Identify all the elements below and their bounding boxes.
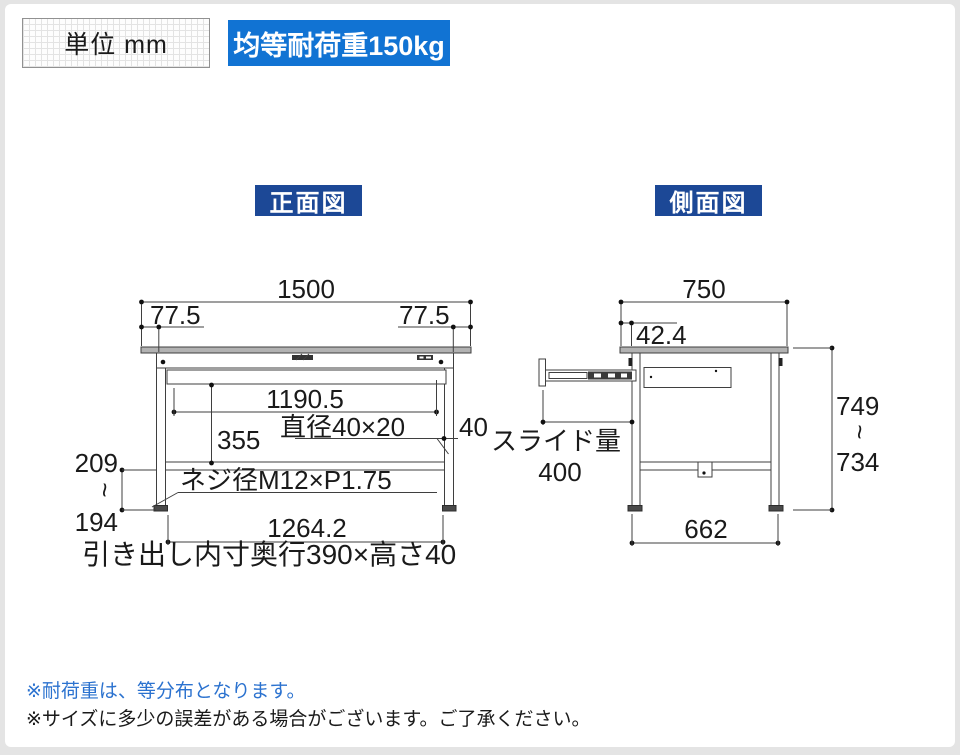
front-right-foot — [442, 505, 457, 512]
front-dim-inner-top-width: 1190.5 — [171, 380, 439, 416]
side-drawer-body — [643, 367, 732, 388]
svg-text:209: 209 — [75, 448, 118, 478]
front-view-drawing: 1500 77.5 77.5 1190.5 — [75, 274, 488, 570]
svg-text:749: 749 — [836, 391, 879, 421]
front-pipe-spec-annotation: 直径40×20 40 — [280, 412, 488, 455]
side-front-bolt — [628, 358, 633, 366]
svg-text:662: 662 — [684, 514, 727, 544]
side-dim-slide-amount: スライド量 400 — [491, 390, 635, 487]
svg-text:400: 400 — [538, 457, 581, 487]
svg-text:ネジ径M12×P1.75: ネジ径M12×P1.75 — [180, 465, 392, 495]
front-right-bolt — [438, 359, 444, 365]
front-dim-overhang-left: 77.5 — [139, 300, 204, 352]
drawer-slide-rail — [538, 358, 637, 387]
front-tabletop — [140, 346, 472, 354]
svg-text:1500: 1500 — [277, 274, 335, 304]
svg-text:~: ~ — [845, 424, 875, 439]
drawer-latch-icon — [417, 355, 433, 360]
front-left-bolt — [160, 359, 166, 365]
side-back-leg — [770, 352, 780, 506]
unit-label-box: 単位 mm — [22, 18, 210, 68]
size-tolerance-note: ※サイズに多少の誤差がある場合がございます。ご了承ください。 — [26, 709, 591, 730]
svg-text:194: 194 — [75, 507, 118, 537]
front-left-foot — [153, 505, 168, 512]
side-back-foot — [768, 505, 784, 512]
load-distribution-note: ※耐荷重は、等分布となります。 — [26, 681, 306, 702]
side-dim-height-range: 749 ~ 734 — [793, 345, 879, 513]
side-dim-front-overhang: 42.4 — [618, 320, 687, 350]
front-drawer-inner-note: 引き出し内寸奥行390×高さ40 — [82, 539, 456, 570]
front-dim-adjuster-range: 209 ~ 194 — [75, 448, 156, 537]
side-dim-depth: 750 — [618, 274, 790, 346]
side-front-foot — [627, 505, 643, 512]
svg-text:~: ~ — [90, 482, 120, 497]
front-crossbar — [165, 461, 445, 471]
svg-text:直径40×20: 直径40×20 — [280, 412, 405, 442]
svg-text:77.5: 77.5 — [150, 300, 201, 330]
drawer-handle-icon — [292, 353, 313, 361]
front-dim-leg-span: 1264.2 — [165, 513, 446, 545]
load-capacity-text: 均等耐荷重150kg — [233, 30, 445, 61]
svg-text:42.4: 42.4 — [636, 320, 687, 350]
svg-text:40: 40 — [459, 412, 488, 442]
svg-text:1190.5: 1190.5 — [266, 384, 344, 414]
svg-text:77.5: 77.5 — [399, 300, 450, 330]
svg-text:355: 355 — [217, 425, 260, 455]
front-dim-shelf-clearance: 355 — [209, 382, 260, 466]
front-view-title: 正面図 — [255, 185, 362, 217]
front-screw-spec-annotation: ネジ径M12×P1.75 — [151, 465, 437, 508]
svg-text:734: 734 — [836, 447, 879, 477]
footnotes: ※耐荷重は、等分布となります。 ※サイズに多少の誤差がある場合がございます。ご了… — [26, 678, 590, 734]
side-view-drawing: 750 42.4 スライド量 400 — [491, 274, 879, 546]
svg-text:1264.2: 1264.2 — [267, 513, 347, 543]
load-capacity-badge: 均等耐荷重150kg — [228, 20, 450, 66]
side-tabletop — [619, 346, 789, 354]
side-view-title: 側面図 — [655, 185, 762, 217]
unit-label: 単位 mm — [64, 31, 168, 59]
svg-text:スライド量: スライド量 — [491, 426, 621, 456]
side-crossbar-plate — [697, 461, 713, 478]
front-left-leg — [156, 352, 166, 506]
svg-text:750: 750 — [682, 274, 725, 304]
side-dim-leg-span: 662 — [629, 514, 781, 546]
front-dim-overhang-right: 77.5 — [398, 300, 473, 352]
side-back-bolt — [778, 358, 783, 366]
front-drawer-panel — [166, 369, 447, 385]
front-dim-total-width: 1500 — [139, 274, 473, 346]
